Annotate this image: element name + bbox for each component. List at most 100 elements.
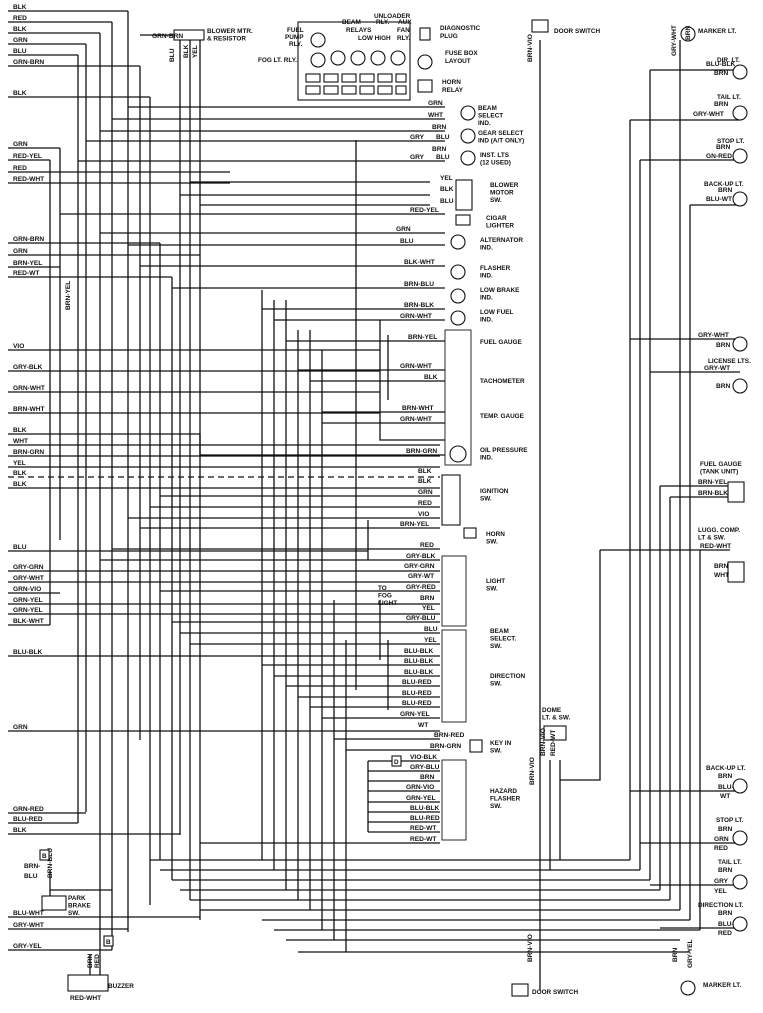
- wire-label: VIO: [13, 343, 24, 350]
- component-label: FUEL GAUGE: [480, 339, 523, 346]
- wire-label: BRN-GRN: [13, 449, 44, 456]
- wire-label: YEL: [714, 888, 727, 895]
- wire-label: GRY-WHT: [698, 332, 729, 339]
- wire-label: BRN: [714, 70, 729, 77]
- wire-label: BRN-BLK: [698, 490, 728, 497]
- component-label: GEAR SELECT: [478, 130, 524, 137]
- wire-label: BRN: [420, 774, 435, 781]
- component-label: KEY IN: [490, 740, 512, 747]
- wire-label: GN-RED: [706, 153, 732, 160]
- component-label: IND.: [480, 273, 493, 280]
- wire-label: GRY-WHT: [671, 25, 678, 56]
- wire-label: GRN: [428, 100, 443, 107]
- wire-label: BLU-RED: [410, 815, 440, 822]
- wire-label: GRN-BRN: [152, 33, 183, 40]
- left-wire-labels: BLKREDBLKGRNBLUGRN-BRNBLKGRNRED-YELREDRE…: [13, 4, 45, 950]
- component-label: (TANK UNIT): [700, 469, 738, 476]
- component-label: STOP LT.: [717, 138, 745, 145]
- wire-label: BLK: [183, 44, 190, 58]
- component-label: & RESISTOR: [207, 36, 246, 43]
- component-label: IND.: [480, 295, 493, 302]
- rear-lamps: [680, 26, 748, 996]
- wire-label: BLU: [169, 48, 176, 62]
- wire-label: GRN: [13, 141, 28, 148]
- component-label: FLASHER: [480, 265, 511, 272]
- wire-label: BLU-BLK: [404, 669, 434, 676]
- component-label: BRAKE: [68, 903, 91, 910]
- wire-label: GRY-WHT: [13, 922, 44, 929]
- fuse-box-label: PLUG: [440, 33, 458, 40]
- component-label: LIGHT: [486, 578, 505, 585]
- wire-label: RED-WT: [410, 836, 436, 843]
- wire-label: GRN-YEL: [406, 795, 436, 802]
- fuse-box-label: UNLOADER: [374, 13, 411, 20]
- fuse-box-relays: [305, 27, 433, 95]
- wire-label: RED-WT: [410, 825, 436, 832]
- wire-label: BLK: [13, 4, 27, 11]
- wire-label: WT: [720, 793, 730, 800]
- component-label: SW.: [490, 643, 502, 650]
- wire-label: GRN-YEL: [400, 711, 430, 718]
- component-label: SW.: [68, 910, 80, 917]
- wire-label: GRY: [714, 878, 729, 885]
- wire-label: GRY-GRN: [404, 563, 435, 570]
- wire-label: BRN: [716, 144, 731, 151]
- component-label: MOTOR: [490, 190, 514, 197]
- wire-label: BRN-BLU: [47, 848, 54, 878]
- wire-label: BLU-RED: [402, 700, 432, 707]
- wire-label: BLU-WT: [706, 196, 732, 203]
- wire-label: GRN-WHT: [400, 313, 432, 320]
- wire-label: RED: [94, 954, 101, 968]
- wire-label: BRN-VIO: [527, 934, 534, 962]
- wire-label: BRN-YEL: [408, 334, 437, 341]
- fuse-box-label: FOG LT. RLY.: [258, 57, 297, 64]
- wire-label: BRN: [716, 383, 731, 390]
- wire-label: GRN: [13, 248, 28, 255]
- wire-label: GRY-YEL: [687, 939, 694, 968]
- wire-label: YEL: [424, 637, 437, 644]
- component-label: BLOWER MTR.: [207, 28, 253, 35]
- fuse-box-label: FUEL: [287, 27, 304, 34]
- hazard-switch-block: [441, 759, 467, 841]
- component-label: BUZZER: [108, 983, 134, 990]
- fuse-box-label: BEAM: [342, 19, 361, 26]
- door-switch-bottom: [511, 983, 529, 997]
- wire-label: GRY-YEL: [13, 943, 42, 950]
- component-label: MARKER LT.: [698, 28, 736, 35]
- component-label: SW.: [490, 748, 502, 755]
- wire-label: BRN-WHT: [402, 405, 434, 412]
- wire-label: YEL: [422, 605, 435, 612]
- oil-pressure-bulb: [449, 445, 467, 463]
- door-switch-top: [531, 19, 549, 33]
- cigar-lighter: [455, 214, 471, 226]
- fuse-box-label: PUMP: [285, 34, 304, 41]
- dome-light: [543, 725, 567, 741]
- wire-label: GRY-BLK: [13, 364, 43, 371]
- fuse-box-label: RLY.: [289, 41, 302, 48]
- wire-label: GRN-YEL: [13, 607, 43, 614]
- blower-switch: [455, 179, 473, 211]
- wire-label: BRN: [87, 953, 94, 968]
- wire-label: BRN-VIO: [527, 34, 534, 62]
- wire-label: BRN: [420, 595, 435, 602]
- wire-label: BLK: [440, 186, 454, 193]
- component-label: DOOR SWITCH: [554, 28, 601, 35]
- wire-label: BLU: [13, 544, 27, 551]
- component-label: TAIL LT.: [718, 859, 742, 866]
- wire-label: WT: [418, 722, 428, 729]
- wire-label: RED-YEL: [13, 153, 42, 160]
- component-label: SW.: [490, 197, 502, 204]
- wire-label: BLU: [13, 48, 27, 55]
- component-label: TAIL LT.: [717, 94, 741, 101]
- component-label: INST. LTS: [480, 152, 510, 159]
- connector-mark-box: [103, 935, 114, 947]
- fuse-box-label: RLY.: [397, 35, 410, 42]
- wire-label: BRN: [432, 124, 447, 131]
- component-label: SW.: [490, 803, 502, 810]
- component-label: DIRECTION: [490, 673, 526, 680]
- component-label: OIL PRESSURE: [480, 447, 528, 454]
- wire-label: GRN-VIO: [13, 586, 41, 593]
- right-wire-labels: BLU-BLKBRNBRNGRY-WHTBRNGN-REDBRNBLU-WTGR…: [693, 61, 736, 937]
- connector-mark: B: [106, 939, 111, 946]
- wire-label: GRN-VIO: [406, 784, 434, 791]
